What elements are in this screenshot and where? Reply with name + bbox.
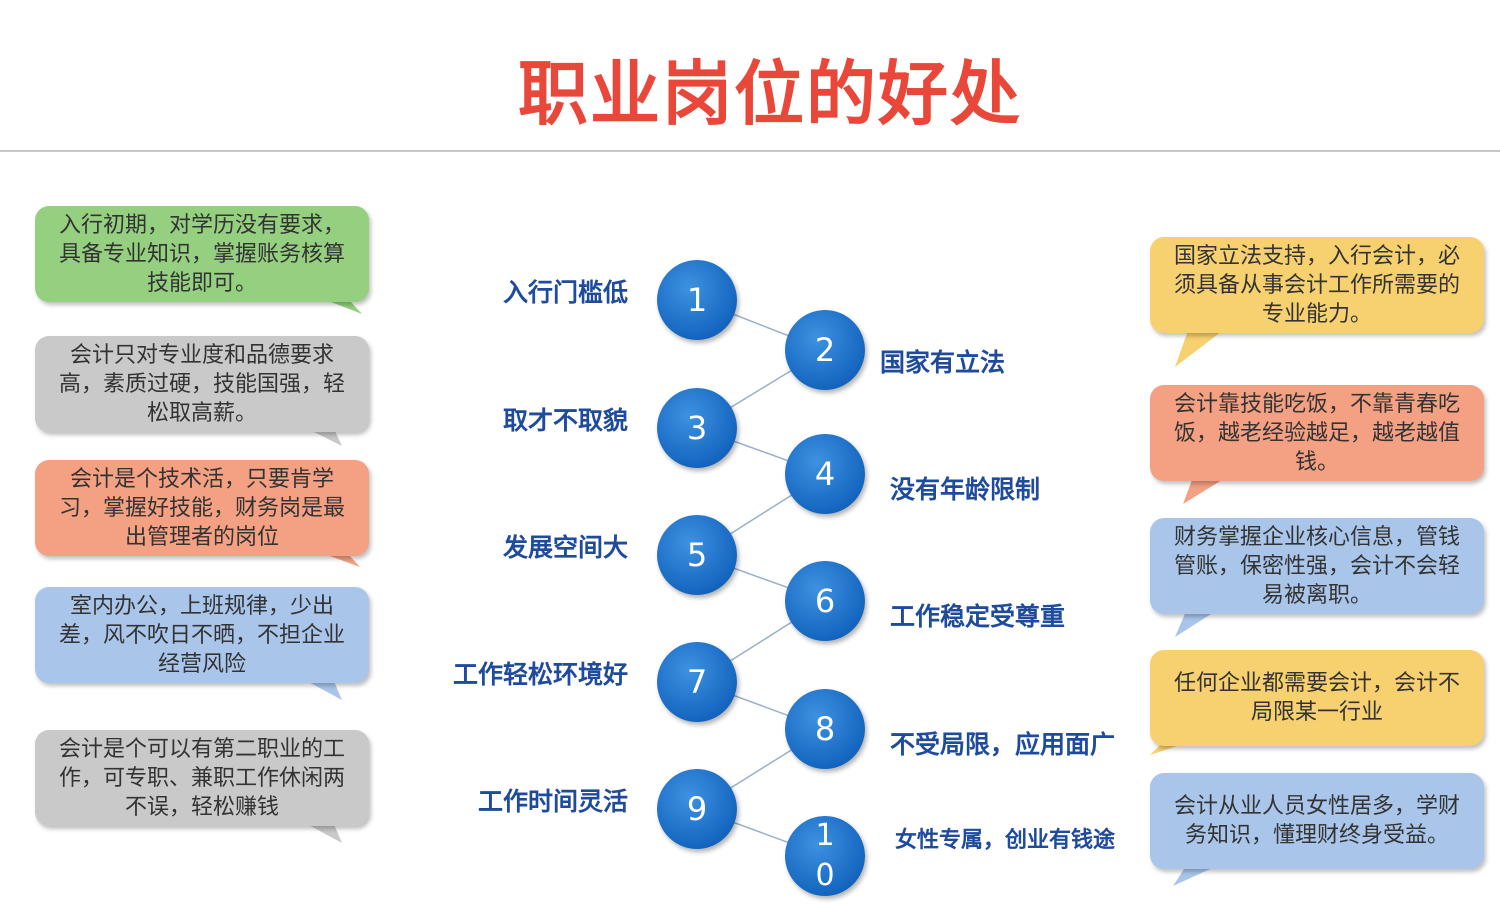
benefit-desc-9: 会计是个可以有第二职业的工作，可专职、兼职工作休闲两不误，轻松赚钱 xyxy=(35,730,369,826)
benefit-desc-2: 国家立法支持，入行会计，必须具备从事会计工作所需要的专业能力。 xyxy=(1150,237,1484,333)
benefit-desc-1: 入行初期，对学历没有要求，具备专业知识，掌握账务核算技能即可。 xyxy=(35,206,369,302)
benefit-label-5: 发展空间大 xyxy=(502,533,628,562)
bubble-tail xyxy=(1175,325,1230,367)
number-circle-5: 5 xyxy=(657,515,737,595)
benefit-desc-6: 财务掌握企业核心信息，管钱管账，保密性强，会计不会轻易被离职。 xyxy=(1150,518,1484,614)
title-divider xyxy=(0,150,1500,152)
benefit-label-10: 女性专属，创业有钱途 xyxy=(895,828,1116,853)
benefit-desc-5: 会计是个技术活，只要肯学习，掌握好技能，财务岗是最出管理者的岗位 xyxy=(35,460,369,556)
number-circle-1: 1 xyxy=(657,260,737,340)
page-title: 职业岗位的好处 xyxy=(518,52,1022,135)
benefit-desc-10: 会计从业人员女性居多，学财务知识，懂理财终身受益。 xyxy=(1150,773,1484,869)
benefit-label-7: 工作轻松环境好 xyxy=(452,660,628,689)
benefit-label-8: 不受局限，应用面广 xyxy=(890,730,1116,759)
benefit-label-6: 工作稳定受尊重 xyxy=(890,602,1066,631)
number-circle-4: 4 xyxy=(785,434,865,514)
benefit-desc-8: 任何企业都需要会计，会计不局限某一行业 xyxy=(1150,650,1484,746)
number-circle-6: 6 xyxy=(785,561,865,641)
number-circle-8: 8 xyxy=(785,689,865,769)
benefit-label-9: 工作时间灵活 xyxy=(477,787,628,816)
benefit-desc-3: 会计只对专业度和品德要求高，素质过硬，技能国强，轻松取高薪。 xyxy=(35,336,369,432)
number-circle-2: 2 xyxy=(785,310,865,390)
number-circle-10: 1 0 xyxy=(785,816,865,896)
number-circle-3: 3 xyxy=(657,388,737,468)
number-circle-7: 7 xyxy=(657,642,737,722)
benefit-label-1: 入行门槛低 xyxy=(502,278,628,307)
benefit-label-2: 国家有立法 xyxy=(880,348,1006,377)
benefit-desc-4: 会计靠技能吃饭，不靠青春吃饭，越老经验越足，越老越值钱。 xyxy=(1150,385,1484,481)
number-circle-9: 9 xyxy=(657,769,737,849)
benefit-label-4: 没有年龄限制 xyxy=(890,475,1041,504)
benefit-desc-7: 室内办公，上班规律，少出差，风不吹日不晒，不担企业经营风险 xyxy=(35,587,369,683)
benefit-label-3: 取才不取貌 xyxy=(502,406,628,435)
